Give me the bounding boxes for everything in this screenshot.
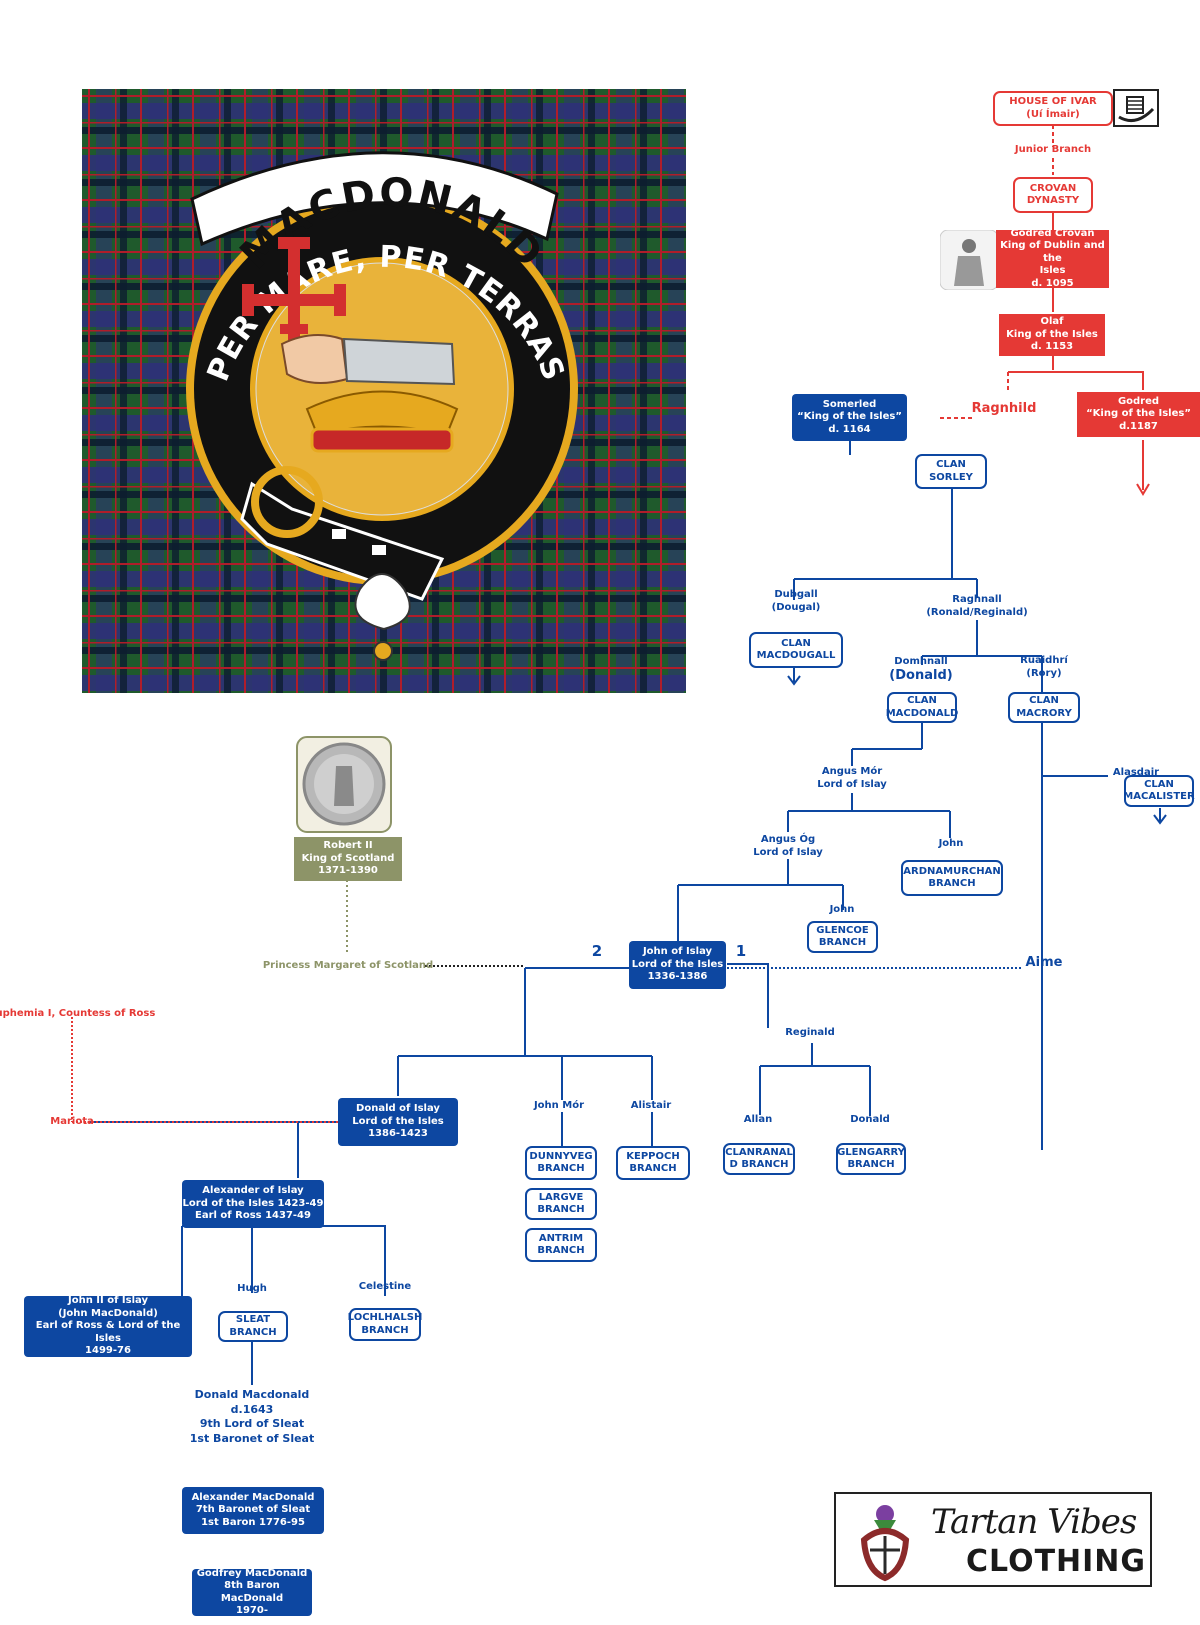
logo-line2: CLOTHING [966,1544,1147,1579]
node-godred-crovan: Godred Crovan King of Dublin and the Isl… [996,228,1109,289]
node-olaf: Olaf King of the Isles d. 1153 [999,314,1105,356]
logo-line1: Tartan Vibes [931,1502,1137,1542]
node-alexander-macdonald: Alexander MacDonald 7th Baronet of Sleat… [182,1487,324,1534]
label-alistair: Alistair [630,1100,672,1111]
tartan-vibes-logo: Tartan Vibes CLOTHING [834,1492,1152,1587]
label-angus-mor: Angus Mór Lord of Islay [817,766,887,790]
node-largve-branch: LARGVE BRANCH [525,1188,597,1220]
label-donald-glengarry: Donald [850,1114,890,1125]
node-clan-macdonald: CLAN MACDONALD [886,692,958,723]
label-hugh: Hugh [237,1283,267,1294]
label-donald-macdonald: Donald Macdonald d.1643 9th Lord of Slea… [189,1388,315,1445]
label-junior-branch: Junior Branch [1014,144,1092,155]
label-raghnall: Raghnall (Ronald/Reginald) [926,594,1028,618]
label-mariota: Mariota [50,1116,94,1127]
label-marriage-1: 1 [735,942,747,960]
node-house-of-ivar: HOUSE OF IVAR (Uí Ímair) [993,91,1113,126]
label-euphemia: Euphemia I, Countess of Ross [0,1008,156,1019]
node-godred-1187: Godred “King of the Isles” d.1187 [1077,392,1200,437]
label-john-glencoe: John [829,904,855,915]
node-ardnamurchan-branch: ARDNAMURCHAN BRANCH [901,860,1003,896]
thistle-knot-icon [860,1505,910,1582]
robert-seal-icon [296,736,392,833]
node-john-ii-of-islay: John II of Islay (John MacDonald) Earl o… [24,1295,192,1357]
godred-portrait-icon [940,230,998,290]
label-aime: Aime [1025,955,1063,970]
label-reginald: Reginald [785,1027,835,1038]
label-celestine: Celestine [358,1281,412,1292]
node-clan-macalister: CLAN MACALISTER [1123,775,1195,807]
label-john-ardnamurchan: John [938,838,964,849]
label-donald-paren: (Donald) [889,668,953,683]
node-somerled: Somerled “King of the Isles” d. 1164 [792,394,907,441]
node-dunnyveg-branch: DUNNYVEG BRANCH [525,1146,597,1180]
node-sleat-branch: SLEAT BRANCH [218,1311,288,1342]
label-ragnhild: Ragnhild [971,401,1037,416]
longship-icon [1113,89,1159,127]
node-john-of-islay: John of Islay Lord of the Isles 1336-138… [629,941,726,989]
label-dubgall: Dubgall (Dougal) [771,589,821,613]
label-ruaidhri: Ruaidhrí (Rory) [1020,655,1068,679]
node-glengarry-branch: GLENGARRY BRANCH [836,1143,906,1175]
node-clanranald-branch: CLANRANAL D BRANCH [723,1143,795,1175]
node-antrim-branch: ANTRIM BRANCH [525,1228,597,1262]
node-clan-macdougall: CLAN MACDOUGALL [749,632,843,668]
node-clan-macrory: CLAN MACRORY [1008,692,1080,723]
node-keppoch-branch: KEPPOCH BRANCH [616,1146,690,1180]
label-princess-margaret: Princess Margaret of Scotland [262,960,434,971]
clan-crest-tartan: MACDONALD PER MARE, PER TERRAS [82,89,686,693]
node-lochalsh-branch: LOCHLHALSH BRANCH [348,1308,422,1341]
node-godfrey-macdonald: Godfrey MacDonald 8th Baron MacDonald 19… [192,1568,312,1616]
node-robert-ii: Robert II King of Scotland 1371-1390 [294,837,402,881]
node-donald-of-islay: Donald of Islay Lord of the Isles 1386-1… [338,1098,458,1146]
label-marriage-2: 2 [591,942,603,960]
label-angus-og: Angus Óg Lord of Islay [753,834,823,858]
label-allan: Allan [743,1114,773,1125]
node-glencoe-branch: GLENCOE BRANCH [807,921,878,953]
node-alexander-of-islay: Alexander of Islay Lord of the Isles 142… [182,1180,324,1228]
label-john-mor: John Mór [533,1100,585,1111]
node-crovan-dynasty: CROVAN DYNASTY [1013,177,1093,213]
node-clan-sorley: CLAN SORLEY [915,454,987,489]
label-domhnall: Domhnall [894,656,948,667]
